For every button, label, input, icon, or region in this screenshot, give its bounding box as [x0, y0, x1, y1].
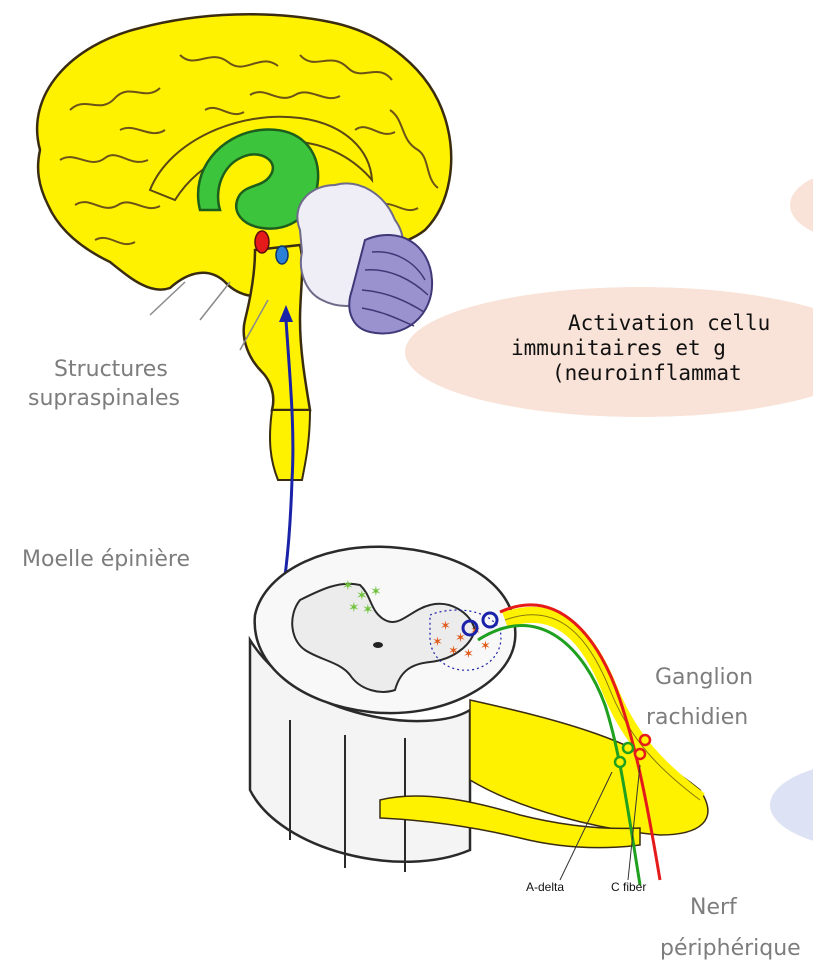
svg-text:✶: ✶	[348, 600, 360, 616]
label-moelle-epiniere: Moelle épinière	[22, 545, 190, 575]
label-structures: Structures	[54, 355, 168, 385]
label-nerf: Nerf	[690, 893, 737, 923]
top-right-bubble	[790, 169, 813, 241]
svg-text:✶: ✶	[342, 578, 354, 594]
label-rachidien: rachidien	[646, 703, 748, 733]
red-nucleus	[255, 231, 269, 253]
svg-text:✶: ✶	[448, 644, 459, 659]
bubble-line-1: Activation cellu	[568, 311, 770, 336]
svg-text:✶: ✶	[362, 602, 374, 618]
label-peripherique: périphérique	[660, 934, 801, 964]
label-a-delta: A-delta	[526, 880, 564, 894]
svg-text:✶: ✶	[432, 635, 443, 650]
bubble-line-3: (neuroinflammat	[552, 361, 742, 386]
spinal-cord: ✶✶ ✶✶ ✶ ✶✶ ✶✶ ✶✶ ✶	[250, 547, 708, 885]
label-ganglion: Ganglion	[655, 663, 753, 693]
label-supraspinales: supraspinales	[28, 384, 180, 414]
bottom-right-bubble	[770, 760, 813, 850]
bubble-line-2: immunitaires et g	[511, 336, 726, 361]
svg-text:✶: ✶	[480, 639, 491, 654]
label-c-fiber: C fiber	[611, 880, 646, 894]
svg-text:✶: ✶	[370, 584, 382, 600]
svg-text:✶: ✶	[463, 647, 474, 662]
blue-nucleus	[276, 246, 288, 264]
svg-text:✶: ✶	[440, 619, 451, 634]
